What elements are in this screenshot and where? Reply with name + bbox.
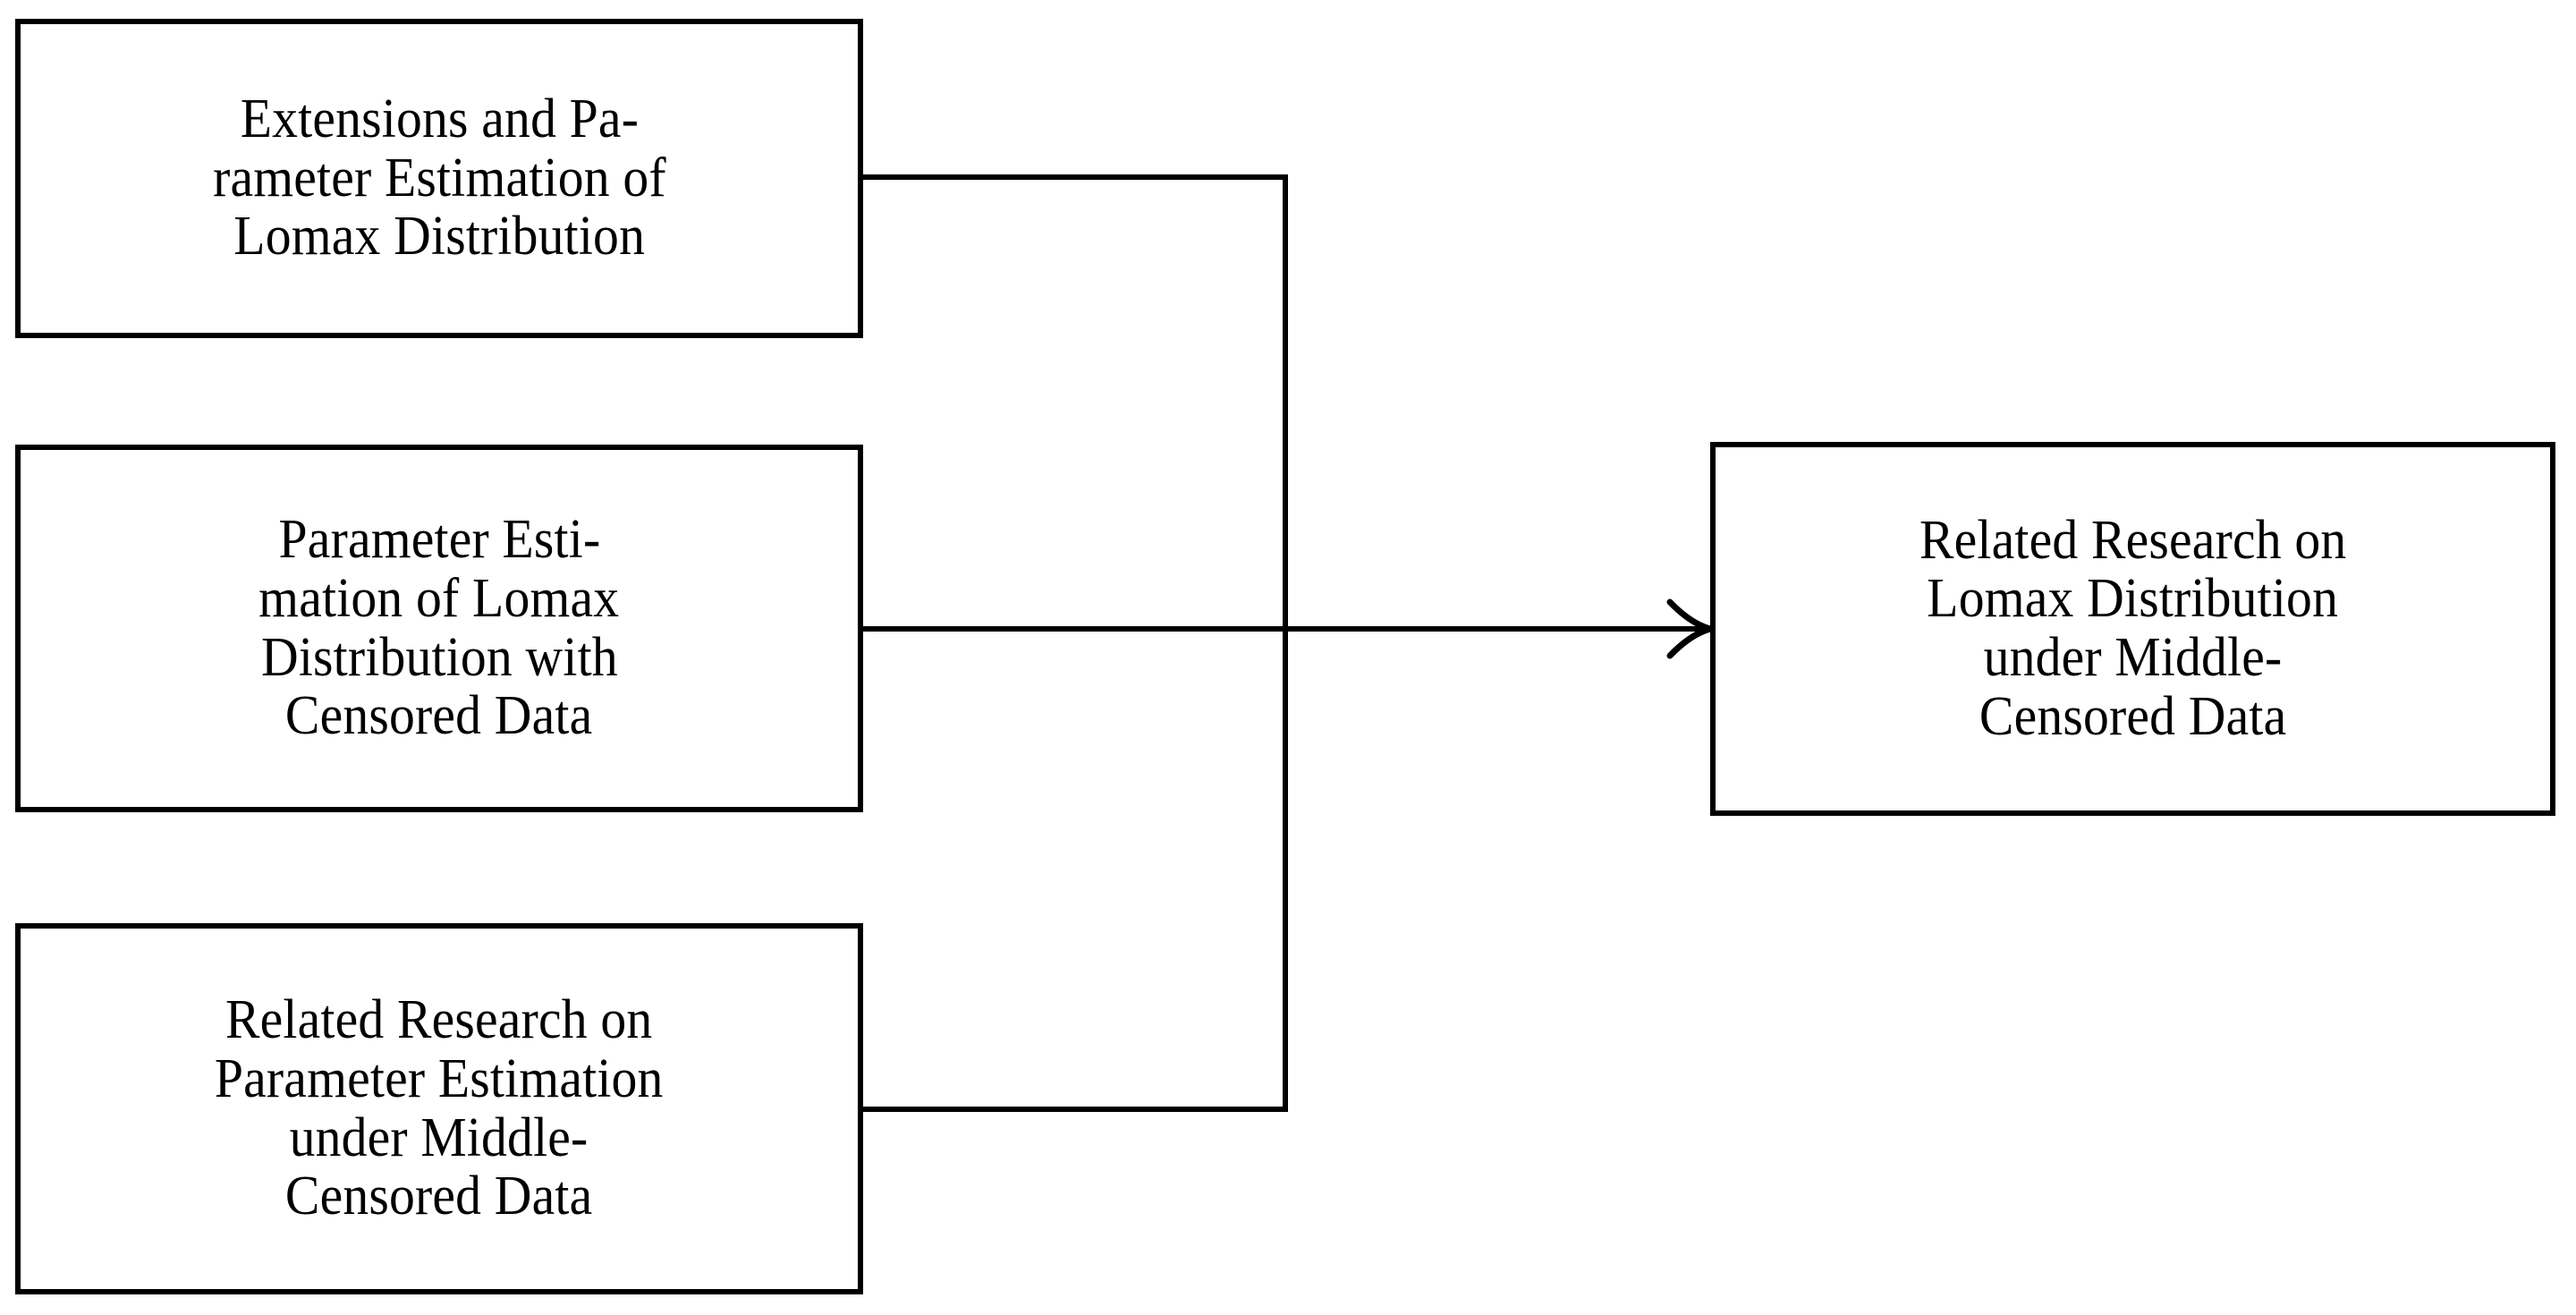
node-related-research-on-lomax-distribution-under-middle-censored-data[interactable]: Related Research on Lomax Distribution u… [1710, 442, 2555, 816]
node-censored-line-4: Censored Data [285, 685, 593, 747]
node-target-line-2: Lomax Distribution [1927, 568, 2339, 630]
node-censored-line-3: Distribution with [260, 626, 618, 688]
node-related-research-on-parameter-estimation-under-middle-censored-data[interactable]: Related Research on Parameter Estimation… [15, 923, 863, 1294]
node-parameter-estimation-of-lomax-distribution-with-censored-data[interactable]: Parameter Esti- mation of Lomax Distribu… [15, 445, 863, 812]
node-target-line-4: Censored Data [1979, 685, 2287, 747]
node-extensions-line-3: Lomax Distribution [233, 206, 645, 267]
node-target-line-1: Related Research on [1919, 509, 2347, 571]
node-middle-line-1: Related Research on [225, 989, 653, 1051]
node-target-line-3: under Middle- [1983, 627, 2283, 688]
node-extensions-line-1: Extensions and Pa- [240, 88, 639, 149]
node-middle-line-4: Censored Data [285, 1166, 593, 1227]
edge-extensions-to-target [863, 174, 1288, 629]
node-middle-line-2: Parameter Estimation [215, 1048, 664, 1109]
arrowhead-icon [1666, 598, 1714, 659]
node-middle-line-3: under Middle- [290, 1107, 589, 1168]
node-extensions-and-parameter-estimation-of-lomax-distribution[interactable]: Extensions and Pa- rameter Estimation of… [15, 19, 863, 338]
node-censored-line-1: Parameter Esti- [278, 509, 600, 571]
edge-middle-to-target [863, 629, 1288, 1112]
node-censored-line-2: mation of Lomax [258, 567, 620, 629]
node-extensions-line-2: rameter Estimation of [212, 147, 666, 208]
